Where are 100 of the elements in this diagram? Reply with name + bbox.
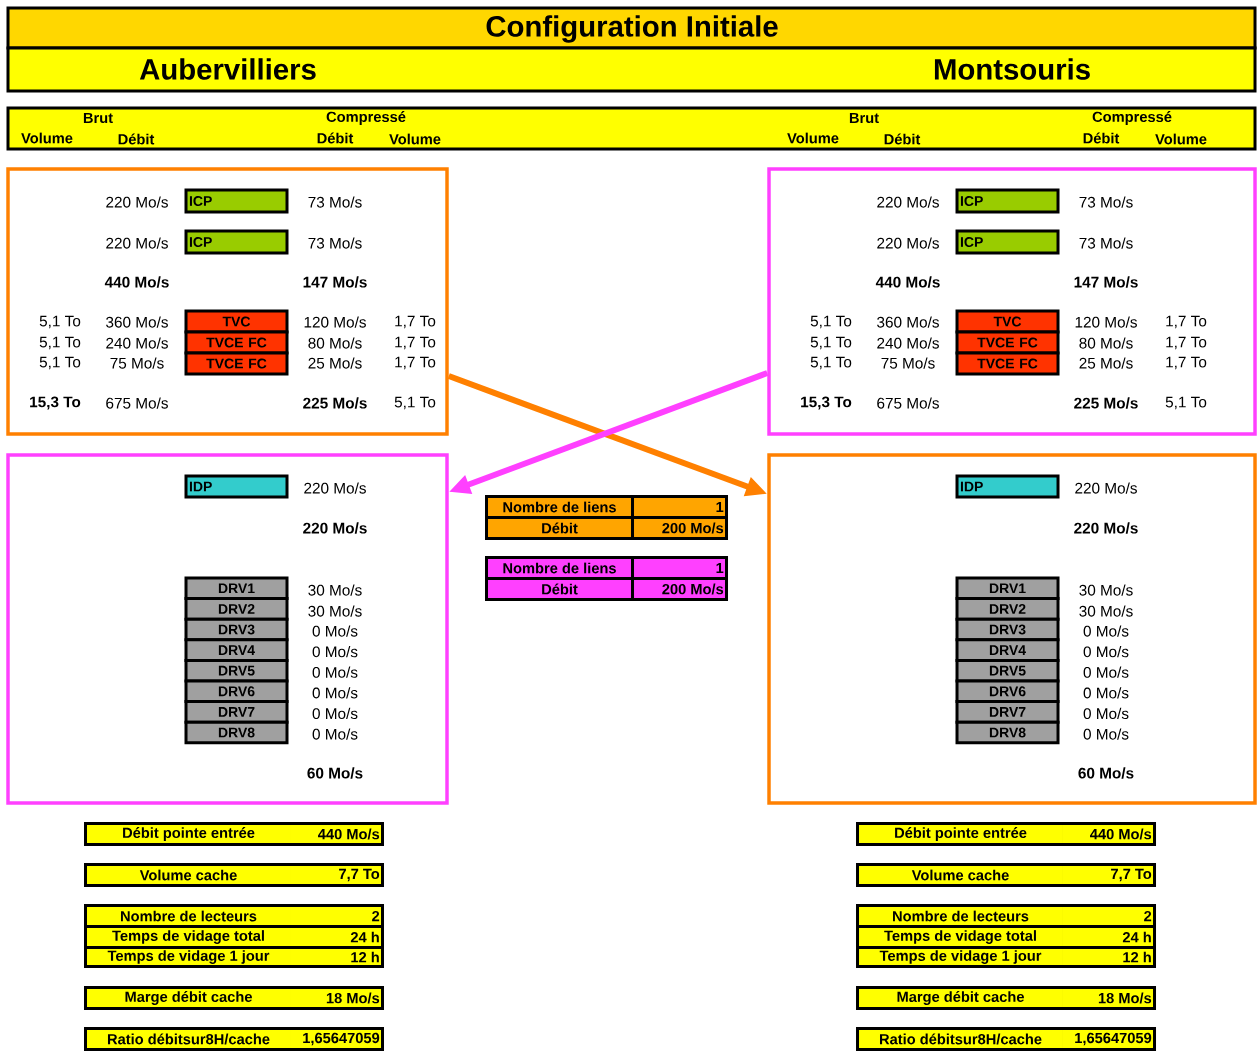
value-text: 240 Mo/s bbox=[877, 337, 939, 349]
component-box: IDP bbox=[955, 474, 1060, 499]
value-text: 220 Mo/s bbox=[304, 482, 366, 494]
column-header: Brut bbox=[83, 112, 113, 124]
table-cell: 440 Mo/s bbox=[1062, 825, 1153, 843]
value-text: 1,7 To bbox=[1166, 315, 1207, 329]
component-box: DRV4 bbox=[955, 638, 1060, 662]
component-box: TVCE FC bbox=[184, 351, 289, 376]
column-header: Débit bbox=[118, 133, 155, 145]
value-text: 120 Mo/s bbox=[304, 316, 366, 328]
value-text: 0 Mo/s bbox=[1083, 625, 1129, 637]
component-box: ICP bbox=[184, 229, 289, 255]
component-box: TVCE FC bbox=[955, 330, 1060, 355]
value-text: 0 Mo/s bbox=[1083, 687, 1129, 699]
table-cell: 200 Mo/s bbox=[634, 519, 725, 537]
frame-box bbox=[6, 453, 449, 805]
value-text: 25 Mo/s bbox=[308, 357, 362, 369]
value-text: 75 Mo/s bbox=[881, 357, 935, 369]
component-box: ICP bbox=[955, 229, 1060, 255]
table-cell: 12 h bbox=[1062, 949, 1153, 965]
value-text: 0 Mo/s bbox=[312, 728, 358, 740]
value-text: 360 Mo/s bbox=[877, 316, 939, 328]
value-text: 220 Mo/s bbox=[1075, 482, 1137, 494]
value-text: 15,3 To bbox=[801, 396, 852, 410]
value-text: 80 Mo/s bbox=[308, 337, 362, 349]
value-text: 5,1 To bbox=[810, 315, 852, 329]
value-text: 0 Mo/s bbox=[1083, 666, 1129, 678]
value-text: 30 Mo/s bbox=[1079, 605, 1133, 617]
value-text: 73 Mo/s bbox=[1079, 237, 1133, 249]
table-cell: Nombre de liens bbox=[488, 559, 631, 577]
column-header: Débit bbox=[1083, 132, 1120, 144]
value-text: 240 Mo/s bbox=[106, 337, 168, 349]
value-text: 0 Mo/s bbox=[312, 646, 358, 658]
component-box: DRV5 bbox=[955, 658, 1060, 683]
component-box: TVC bbox=[184, 309, 289, 334]
value-text: 0 Mo/s bbox=[312, 687, 358, 699]
frame-box bbox=[767, 167, 1257, 436]
table-cell: 200 Mo/s bbox=[634, 580, 725, 598]
value-text: 675 Mo/s bbox=[877, 397, 939, 409]
value-text: 30 Mo/s bbox=[308, 605, 362, 617]
table-cell: 1,65647059 bbox=[290, 1030, 381, 1048]
table-cell: 2 bbox=[290, 907, 381, 925]
value-text: 225 Mo/s bbox=[303, 397, 367, 409]
component-box: DRV4 bbox=[184, 638, 289, 662]
value-text: 80 Mo/s bbox=[1079, 337, 1133, 349]
value-text: 5,1 To bbox=[39, 356, 81, 370]
value-text: 73 Mo/s bbox=[308, 237, 362, 249]
component-box: TVCE FC bbox=[184, 330, 289, 355]
component-box: ICP bbox=[955, 188, 1060, 214]
value-text: 440 Mo/s bbox=[104, 276, 169, 288]
table-cell: 7,7 To bbox=[1062, 866, 1153, 884]
value-text: 30 Mo/s bbox=[1079, 584, 1133, 596]
value-text: 1,7 To bbox=[1166, 336, 1207, 350]
value-text: 5,1 To bbox=[39, 336, 81, 350]
table-cell: Débit bbox=[488, 519, 631, 537]
value-text: 73 Mo/s bbox=[1079, 196, 1133, 208]
value-text: 0 Mo/s bbox=[312, 707, 358, 720]
column-header: Volume bbox=[389, 133, 441, 145]
column-header: Volume bbox=[787, 132, 839, 144]
component-box: DRV1 bbox=[184, 576, 289, 601]
column-header: Brut bbox=[849, 112, 879, 124]
value-text: 220 Mo/s bbox=[1074, 522, 1138, 534]
component-box: DRV7 bbox=[955, 700, 1060, 724]
column-header: Volume bbox=[1155, 133, 1207, 145]
site-name: Aubervilliers bbox=[139, 58, 316, 80]
value-text: 0 Mo/s bbox=[312, 666, 358, 678]
value-text: 220 Mo/s bbox=[877, 237, 939, 249]
value-text: 25 Mo/s bbox=[1079, 357, 1133, 369]
value-text: 0 Mo/s bbox=[1083, 707, 1129, 720]
value-text: 5,1 To bbox=[810, 336, 852, 350]
component-box: DRV2 bbox=[955, 597, 1060, 621]
component-box: DRV6 bbox=[184, 679, 289, 704]
site-name: Montsouris bbox=[934, 58, 1090, 80]
value-text: 147 Mo/s bbox=[303, 276, 367, 288]
frame-box bbox=[6, 167, 449, 436]
table-cell: 1,65647059 bbox=[1062, 1030, 1153, 1048]
title-bar: Configuration Initiale bbox=[6, 6, 1257, 50]
component-box: IDP bbox=[184, 474, 289, 499]
table-cell: 440 Mo/s bbox=[290, 825, 381, 843]
component-box: DRV2 bbox=[184, 597, 289, 621]
table-cell: Nombre de liens bbox=[488, 498, 631, 516]
value-text: 15,3 To bbox=[30, 396, 81, 410]
value-text: 60 Mo/s bbox=[1078, 767, 1134, 779]
table-cell: 12 h bbox=[290, 949, 381, 965]
value-text: 0 Mo/s bbox=[312, 625, 358, 637]
value-text: 1,7 To bbox=[1166, 356, 1207, 370]
component-box: TVC bbox=[955, 309, 1060, 334]
value-text: 0 Mo/s bbox=[1083, 728, 1129, 740]
column-header: Débit bbox=[884, 133, 921, 145]
table-cell: 2 bbox=[1062, 907, 1153, 925]
value-text: 1,7 To bbox=[395, 315, 436, 329]
component-box: ICP bbox=[184, 188, 289, 214]
value-text: 1,7 To bbox=[395, 336, 436, 350]
value-text: 225 Mo/s bbox=[1074, 397, 1138, 409]
component-box: DRV8 bbox=[184, 720, 289, 745]
table-cell: 7,7 To bbox=[290, 866, 381, 884]
table-cell: 1 bbox=[634, 498, 725, 516]
value-text: 220 Mo/s bbox=[106, 237, 168, 249]
value-text: 220 Mo/s bbox=[106, 196, 168, 208]
value-text: 440 Mo/s bbox=[875, 276, 940, 288]
